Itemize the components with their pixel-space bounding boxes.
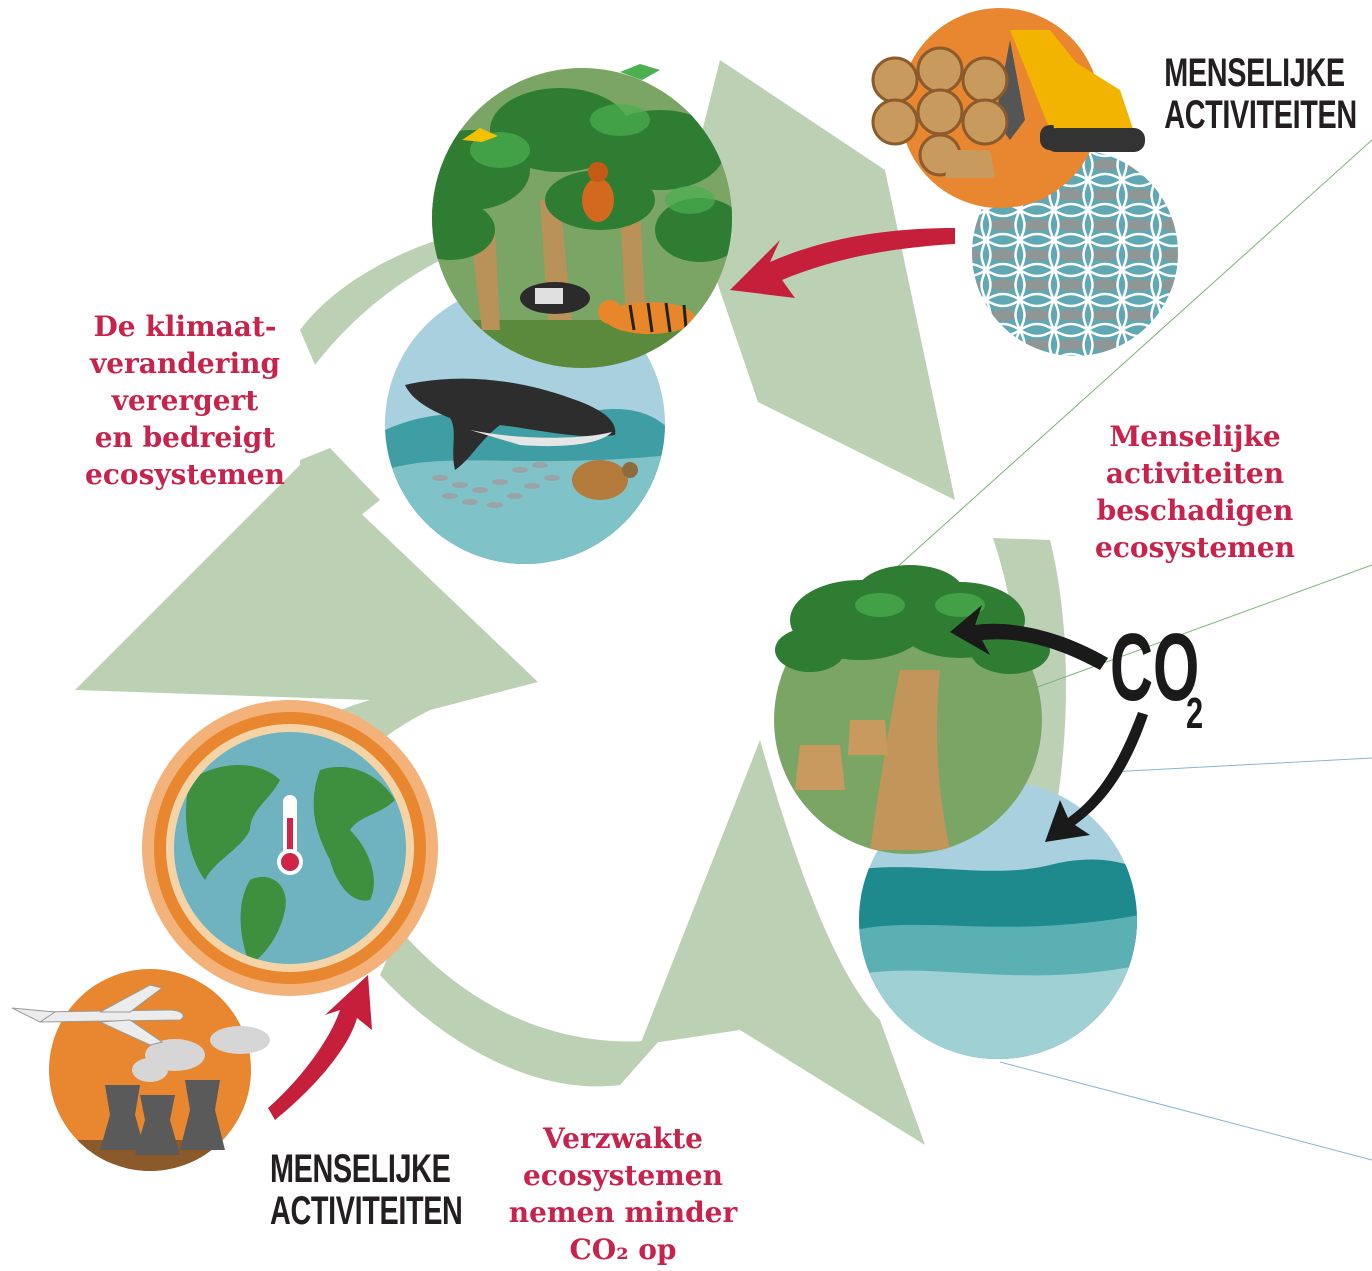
warming-globe-circle	[142, 700, 438, 996]
co2-label: CO 2	[1110, 613, 1203, 738]
red-arrow-bottom	[268, 975, 372, 1120]
red-arrow-top	[730, 228, 955, 298]
stump-icon	[945, 150, 995, 178]
co2-arrow-to-ocean	[1045, 712, 1148, 842]
bird-icon	[462, 128, 498, 142]
parrot-icon	[620, 64, 660, 80]
heading-top-right: MENSELIJKE ACTIVITEITEN	[1164, 51, 1357, 137]
cycle-arrow-bottom-band	[380, 930, 660, 1087]
cooling-tower-icon	[100, 1080, 225, 1155]
turtle-icon	[572, 460, 628, 500]
orangutan-icon	[582, 162, 614, 222]
ocean-circle	[859, 781, 1137, 1059]
tree-co2-circle	[774, 565, 1050, 854]
industry-airplane-circle	[11, 969, 270, 1171]
cycle-arrow-left	[75, 460, 538, 850]
whale-icon	[405, 378, 616, 470]
cycle-arrow-top	[300, 60, 955, 500]
caption-weakened: Verzwakte ecosystemen nemen minder CO₂ o…	[508, 1122, 738, 1266]
heading-bottom-left: MENSELIJKE ACTIVITEITEN	[270, 1147, 463, 1233]
airplane-icon	[11, 984, 184, 1046]
cycle-arrow-left-band	[300, 448, 380, 560]
caption-damage: Menselijke activiteiten beschadigen ecos…	[1095, 420, 1295, 564]
co2-subscript: 2	[1186, 690, 1203, 739]
co2-arrow-to-tree	[950, 605, 1108, 670]
logs-icon	[871, 46, 1009, 177]
co2-main: CO	[1110, 613, 1199, 720]
caption-climate: De klimaat- verandering verergert en bed…	[85, 310, 285, 491]
tiger-icon	[598, 300, 695, 334]
cycle-arrow-bottom	[640, 740, 925, 1145]
thermometer-icon	[277, 795, 303, 875]
logging-circle	[871, 8, 1178, 356]
smoke-icon	[132, 1026, 270, 1082]
tapir-icon	[520, 282, 590, 314]
excavator-icon	[1040, 40, 1135, 135]
